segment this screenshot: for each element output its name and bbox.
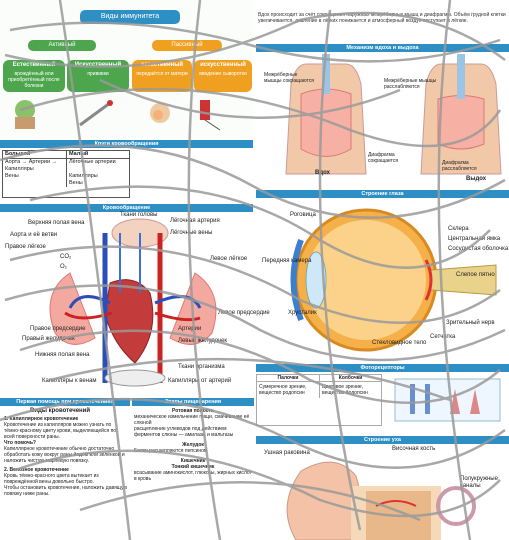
receptors-table: Палочки Колбочки Сумеречное зрение, веще…	[256, 374, 382, 426]
label-right-atrium: Правое предсердие	[30, 326, 86, 332]
table-head: Палочки Колбочки	[257, 375, 381, 382]
receptors-illustration	[394, 378, 501, 422]
label-superior-vena-cava: Верхняя полая вена	[28, 220, 85, 226]
label-aorta: Аорта и её ветви	[10, 232, 58, 238]
table-cell: Вены	[66, 180, 129, 187]
box-title: естественный	[140, 62, 184, 68]
table-row: Сумеречное зрение, вещество родопсин Цве…	[257, 382, 381, 398]
ear-header: Строение уха	[256, 436, 509, 444]
venous-text: Кровь тёмно-красного цвета вытекает из п…	[4, 473, 99, 485]
label-temporal-bone: Височная кость	[392, 446, 436, 452]
table-cell: Капилляры	[66, 173, 129, 180]
exhale-label: Выдох	[466, 176, 487, 182]
col-header: Колбочки	[319, 375, 381, 381]
table-row: Аорта → Артерии → Капилляры Лёгочные арт…	[3, 159, 129, 173]
inhale-label: Вдох	[315, 170, 330, 176]
capillary-help-text: Капиллярное кровотечение обычно достаточ…	[4, 446, 125, 464]
label-co2-left: CO₂	[60, 254, 72, 260]
venous-help-text: Чтобы остановить кровотечение, наложить …	[4, 485, 128, 497]
immunity-illustrations	[15, 100, 221, 131]
digestion-line: Белки расщепляются пепсином	[134, 448, 208, 454]
label-optic-nerve: Зрительный нерв	[446, 320, 495, 326]
immunity-title: Виды иммунитета	[80, 10, 180, 24]
col-header: Малый	[66, 151, 129, 158]
label-inferior-vena-cava: Нижняя полая вена	[35, 352, 90, 358]
box-text: врождённый или приобретённый после болез…	[8, 71, 60, 89]
label-right-lung: Правое лёгкое	[5, 244, 46, 250]
label-head-tissues: Ткани головы	[120, 212, 158, 218]
label-semicircular-canals: Полукружные каналы	[460, 476, 498, 489]
label-fovea: Центральная ямка	[448, 236, 501, 242]
first-aid-subheader: Виды кровотечений	[30, 408, 91, 414]
passive-label: Пассивный	[152, 40, 222, 51]
label-lens: Хрусталик	[288, 310, 317, 316]
immunity-box-natural-passive: естественный передаётся от матери	[132, 60, 192, 92]
digestion-header: Этапы пищеварения	[132, 398, 254, 406]
label-blind-spot: Слепое пятно	[456, 272, 495, 278]
breathing-header: Механизм вдоха и выдоха	[256, 44, 509, 52]
digestion-line: механическое измельчение пищи, смачивани…	[134, 414, 250, 426]
active-label: Активный	[28, 40, 96, 51]
col-header: Палочки	[277, 375, 299, 381]
receptors-header: Фоторецепторы	[256, 364, 509, 372]
immunity-box-natural-active: Естественный врождённый или приобретённы…	[3, 60, 65, 92]
first-aid-text: 1. Капиллярное кровотечение Кровотечение…	[4, 416, 128, 497]
box-text: прививки	[87, 71, 109, 77]
eye-diagram	[290, 208, 497, 352]
label-sclera: Склера	[448, 226, 469, 232]
label-o2-left: O₂	[60, 264, 67, 270]
box-title: Естественный	[12, 62, 56, 68]
label-left-ventricle: Левый желудочек	[178, 338, 228, 344]
label-capillaries-from-arteries: Капилляры от артерий	[168, 378, 232, 384]
table-cell: Вены	[5, 173, 19, 179]
label-diaphragm-contract: Диафрагма сокращается	[368, 152, 399, 164]
immunity-box-artificial-active: Искусственный прививки	[67, 60, 129, 92]
label-intercostal-relax: Межрёберные мышцы расслабляются	[384, 78, 437, 90]
label-diaphragm-relax: Диафрагма расслабляется	[442, 160, 477, 172]
label-arteries: Артерии	[178, 326, 202, 332]
immunity-box-artificial-passive: искусственный введение сыворотки	[194, 60, 252, 92]
label-pulmonary-artery: Лёгочная артерия	[170, 218, 220, 224]
label-vitreous: Стекловидное тело	[372, 340, 427, 346]
label-pulmonary-veins: Лёгочные вены	[170, 230, 213, 236]
label-auricle: Ушная раковина	[264, 450, 310, 456]
table-cell: Сумеречное зрение, вещество родопсин	[259, 384, 307, 396]
circulation-header: Круги кровообращения	[0, 140, 253, 148]
col-header: Большой	[5, 151, 31, 157]
label-retina: Сетчатка	[430, 334, 456, 340]
eye-header: Строение глаза	[256, 190, 509, 198]
box-text: передаётся от матери	[136, 71, 188, 77]
table-head: Большой Малый	[3, 151, 129, 159]
table-cell	[3, 180, 66, 187]
table-cell: Лёгочные артерии	[66, 159, 129, 173]
first-aid-header: Первая помощь при кровотечениях	[0, 398, 130, 406]
label-capillaries-to-veins: Капилляры к венам	[42, 378, 97, 384]
box-title: искусственный	[200, 62, 246, 68]
blood-section-header: Кровообращение	[0, 204, 253, 212]
label-body-tissues: Ткани организма	[178, 364, 225, 370]
table-cell: Цветовое зрение, вещество йодопсин	[319, 382, 381, 398]
circulation-table: Большой Малый Аорта → Артерии → Капилляр…	[2, 150, 130, 198]
box-text: введение сыворотки	[199, 71, 247, 77]
label-left-lung: Левое лёгкое	[210, 256, 248, 262]
digestion-line: расщепление углеводов под действием ферм…	[134, 426, 234, 438]
capillary-text: Кровотечение из капилляров можно узнать …	[4, 422, 117, 440]
table-row: Вены	[3, 180, 129, 187]
box-title: Искусственный	[74, 62, 122, 68]
breathing-intro: Вдох происходит за счёт сокращения наруж…	[258, 12, 506, 24]
label-anterior-chamber: Передняя камера	[262, 258, 312, 264]
label-right-ventricle: Правый желудочек	[22, 336, 75, 342]
ear-diagram	[286, 461, 476, 540]
label-choroid: Сосудистая оболочка	[448, 246, 509, 252]
table-row: Вены Капилляры	[3, 173, 129, 180]
label-intercostal-contract: Межрёберные мышцы сокращаются	[264, 72, 314, 84]
immunity-panel: Виды иммунитета Активный Пассивный Естес…	[0, 0, 253, 138]
table-cell: Аорта → Артерии → Капилляры	[5, 159, 58, 172]
digestion-line: всасывание аминокислот, глюкозы, жирных …	[134, 470, 252, 482]
digestion-text: Ротовая полость механическое измельчение…	[134, 408, 252, 482]
label-cornea: Роговица	[290, 212, 316, 218]
